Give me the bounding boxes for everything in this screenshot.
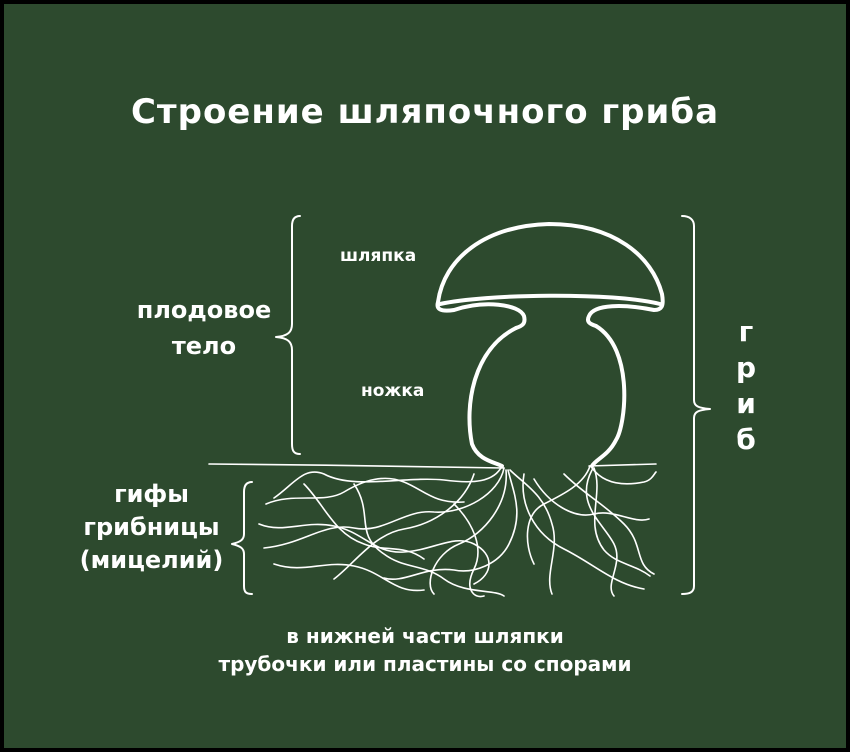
cap-underside: [438, 293, 662, 306]
hyphae-label-line3: (мицелий): [79, 546, 224, 574]
ground-line: [208, 463, 657, 469]
hyphae-bracket: [231, 481, 253, 595]
hyphae-label-line1: гифы: [114, 480, 189, 508]
mushroom-stem-outline: [467, 324, 627, 468]
spore-note-line2: трубочки или пластины со спорами: [218, 652, 632, 676]
fungus-label: г р и б: [726, 314, 766, 458]
page-title: Строение шляпочного гриба: [130, 92, 720, 132]
cap-label: шляпка: [340, 246, 417, 266]
fungus-letter: и: [736, 387, 756, 420]
chalkboard: Строение шляпочного гриба плодовое тело …: [4, 4, 846, 748]
spore-note-line1: в нижней части шляпки: [286, 624, 564, 648]
spore-note: в нижней части шляпки трубочки или пласт…: [4, 622, 846, 678]
mycelium-threads: [258, 465, 657, 598]
fungus-letter: б: [736, 423, 756, 456]
fungus-letter: г: [738, 315, 754, 348]
mushroom-diagram: [208, 215, 711, 598]
fruiting-body-label-line1: плодовое: [136, 296, 272, 324]
hyphae-label-line2: грибницы: [83, 513, 220, 541]
fruiting-body-label: плодовое тело: [134, 292, 274, 364]
fruiting-body-label-line2: тело: [171, 332, 237, 360]
stem-label: ножка: [361, 381, 425, 401]
fungus-bracket: [681, 215, 711, 595]
fruiting-body-bracket: [275, 215, 301, 455]
hyphae-label: гифы грибницы (мицелий): [64, 478, 239, 577]
fungus-letter: р: [735, 351, 757, 384]
mushroom-cap-outline: [435, 222, 665, 330]
